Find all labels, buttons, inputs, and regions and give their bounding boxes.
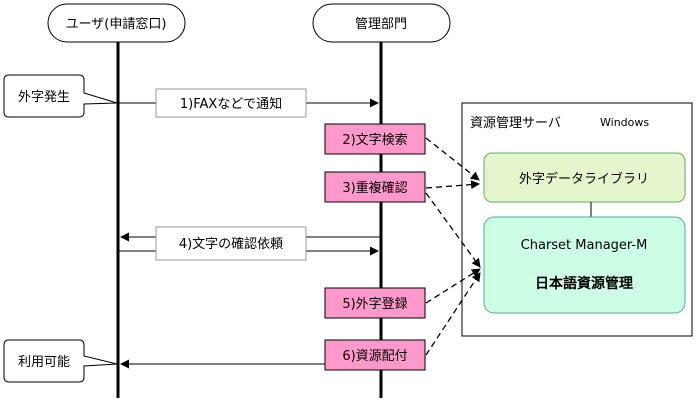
- step-search-label: 2)文字検索: [342, 133, 407, 148]
- message-confirm-request: 4)文字の確認依頼: [118, 226, 381, 261]
- message-confirm-request-label: 4)文字の確認依頼: [179, 236, 283, 252]
- actor-user: ユーザ(申請窓口): [47, 3, 186, 43]
- gaiji-library: 外字データライブラリ: [483, 152, 686, 203]
- step-distribute-label: 6)資源配付: [342, 349, 407, 364]
- callout-gaiji-hassei: 外字発生: [3, 74, 118, 118]
- actor-user-label: ユーザ(申請窓口): [66, 16, 167, 32]
- callout-riyou-kanou: 利用可能: [3, 339, 118, 383]
- dashed-connectors: [425, 137, 481, 356]
- charset-manager-line2: 日本語資源管理: [535, 275, 633, 292]
- actor-admin-label: 管理部門: [355, 17, 407, 32]
- charset-manager: Charset Manager-M 日本語資源管理: [483, 216, 686, 314]
- step-duplicate-check-label: 3)重複確認: [342, 180, 407, 196]
- message-fax-notify: 1)FAXなどで通知: [118, 88, 379, 118]
- step-search: 2)文字検索: [324, 123, 426, 155]
- step-duplicate-check: 3)重複確認: [324, 171, 426, 203]
- actor-admin: 管理部門: [312, 3, 451, 43]
- charset-manager-line1: Charset Manager-M: [521, 238, 648, 253]
- message-fax-notify-label: 1)FAXなどで通知: [180, 96, 282, 112]
- gaiji-library-label: 外字データライブラリ: [519, 171, 649, 187]
- server-title: 資源管理サーバ: [470, 116, 561, 131]
- step-distribute: 6)資源配付: [324, 339, 426, 371]
- callout-gaiji-hassei-label: 外字発生: [18, 90, 70, 105]
- server-os: Windows: [600, 116, 649, 129]
- step-register: 5)外字登録: [324, 287, 426, 319]
- step-register-label: 5)外字登録: [342, 297, 407, 312]
- callout-riyou-kanou-label: 利用可能: [18, 355, 70, 370]
